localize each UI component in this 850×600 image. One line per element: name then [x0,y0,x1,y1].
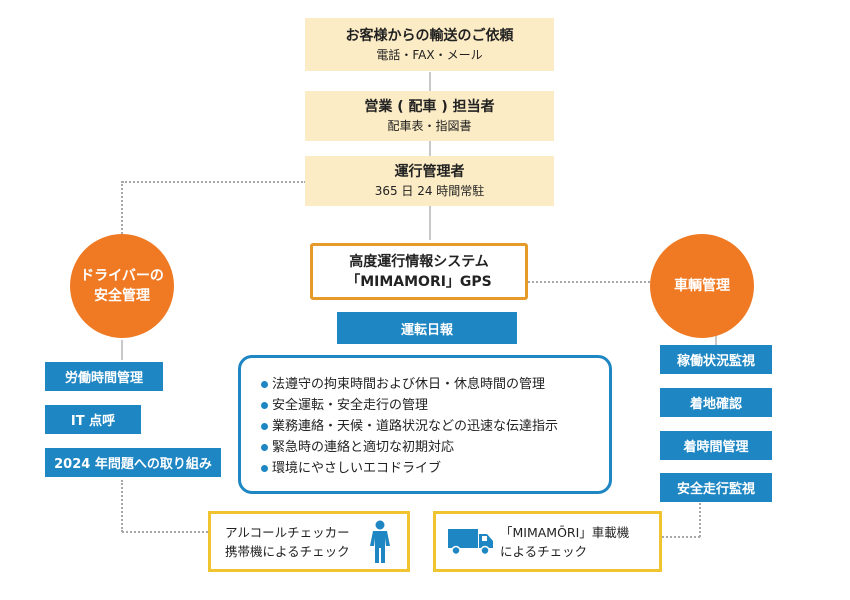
request-title: お客様からの輸送のご依頼 [345,27,514,44]
right-item-operation-monitor: 稼働状況監視 [660,345,772,374]
list-item: 業務連絡・天候・道路状況などの迅速な伝達指示 [261,416,609,437]
connector-manager-left [122,181,306,183]
list-item: 緊急時の連絡と適切な初期対応 [261,437,609,458]
list-item: 環境にやさしいエコドライブ [261,458,609,479]
alcohol-check-box: アルコールチェッカー 携帯機によるチェック [208,511,410,572]
bullet-icon [261,465,268,472]
alcohol-check-line1: アルコールチェッカー [225,524,350,540]
right-item-safe-driving: 安全走行監視 [660,473,772,502]
driver-safety-line1: ドライバーの [80,268,164,284]
request-box: お客様からの輸送のご依頼 電話・FAX・メール [305,18,554,71]
list-item: 安全運転・安全走行の管理 [261,395,609,416]
connector-system-right [528,281,650,283]
sales-sub: 配車表・指図書 [387,119,472,133]
connector-left-circle-list [121,340,123,360]
connector-right-vehicle [662,536,700,538]
list-item-text: 安全運転・安全走行の管理 [272,398,429,413]
right-item-arrival-time: 着時間管理 [660,431,772,460]
bullet-icon [261,402,268,409]
manager-sub: 365 日 24 時間常駐 [374,184,485,198]
daily-report-label: 運転日報 [337,312,517,344]
request-sub: 電話・FAX・メール [376,47,483,62]
connector-left-down [121,181,123,257]
person-icon [370,520,390,563]
left-item-2024-issue: 2024 年問題への取り組み [45,448,221,477]
driver-safety-line2: 安全管理 [94,288,150,304]
vehicle-device-line2: によるチェック [500,543,588,559]
bullet-icon [261,381,268,388]
sales-box: 営業 ( 配車 ) 担当者 配車表・指図書 [305,91,554,141]
bullet-icon [261,444,268,451]
alcohol-check-line2: 携帯機によるチェック [225,543,350,559]
vehicle-management-circle: 車輌管理 [650,234,754,338]
list-item-text: 環境にやさしいエコドライブ [272,461,442,476]
connector-left-bottom [121,480,123,532]
right-item-arrival-confirm: 着地確認 [660,388,772,417]
driver-safety-circle: ドライバーの 安全管理 [70,234,174,338]
vehicle-device-line1: 「MIMAMŌRI」車載機 [500,524,630,540]
system-line1: 高度運行情報システム [349,253,489,270]
manager-box: 運行管理者 365 日 24 時間常駐 [305,156,554,206]
connector-right-bottom [699,500,701,537]
vehicle-device-text: 「MIMAMŌRI」車載機 によるチェック [500,523,629,561]
alcohol-check-text: アルコールチェッカー 携帯機によるチェック [225,523,369,561]
manager-title: 運行管理者 [394,164,465,180]
vehicle-management-label: 車輌管理 [674,278,730,294]
list-item-text: 法遵守の拘束時間および休日・休息時間の管理 [272,377,546,392]
list-item: 法遵守の拘束時間および休日・休息時間の管理 [261,374,609,395]
left-item-it-rollcall: IT 点呼 [45,405,141,434]
list-item-text: 緊急時の連絡と適切な初期対応 [272,440,455,455]
vehicle-device-box: 「MIMAMŌRI」車載機 によるチェック [433,511,662,572]
system-line2: 「MIMAMORI」GPS [346,273,492,290]
sales-title: 営業 ( 配車 ) 担当者 [364,99,495,115]
list-item-text: 業務連絡・天候・道路状況などの迅速な伝達指示 [272,419,559,434]
connector-right-circle-list [715,328,717,348]
connector-left-alcohol [122,531,208,533]
mimamori-system-box: 高度運行情報システム 「MIMAMORI」GPS [310,243,528,300]
bullet-icon [261,423,268,430]
left-item-labor-hours: 労働時間管理 [45,362,163,391]
management-list-box: 法遵守の拘束時間および休日・休息時間の管理 安全運転・安全走行の管理 業務連絡・… [238,355,612,494]
truck-icon [448,528,493,555]
